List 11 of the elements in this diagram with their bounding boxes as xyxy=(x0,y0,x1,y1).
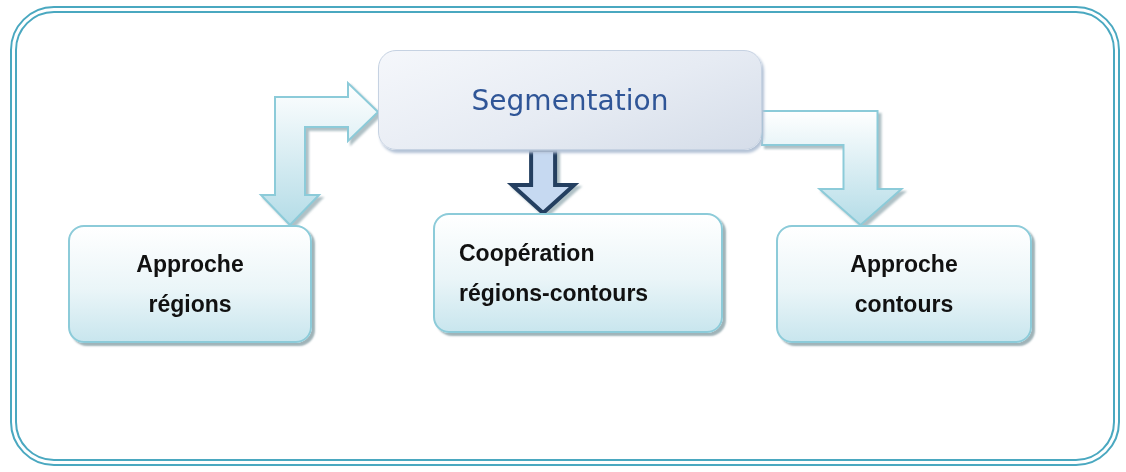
process-box xyxy=(378,50,762,150)
box-label: Approche contours xyxy=(849,249,959,319)
block-arrow xyxy=(761,110,905,227)
box-label: Approche régions xyxy=(135,249,245,319)
box-label: Coopération régions-contours xyxy=(459,238,650,308)
block-arrow xyxy=(506,148,580,216)
process-box xyxy=(433,213,723,333)
block-arrow xyxy=(258,80,380,227)
box-label: Segmentation xyxy=(471,82,669,119)
process-box xyxy=(68,225,312,343)
process-box xyxy=(776,225,1032,343)
